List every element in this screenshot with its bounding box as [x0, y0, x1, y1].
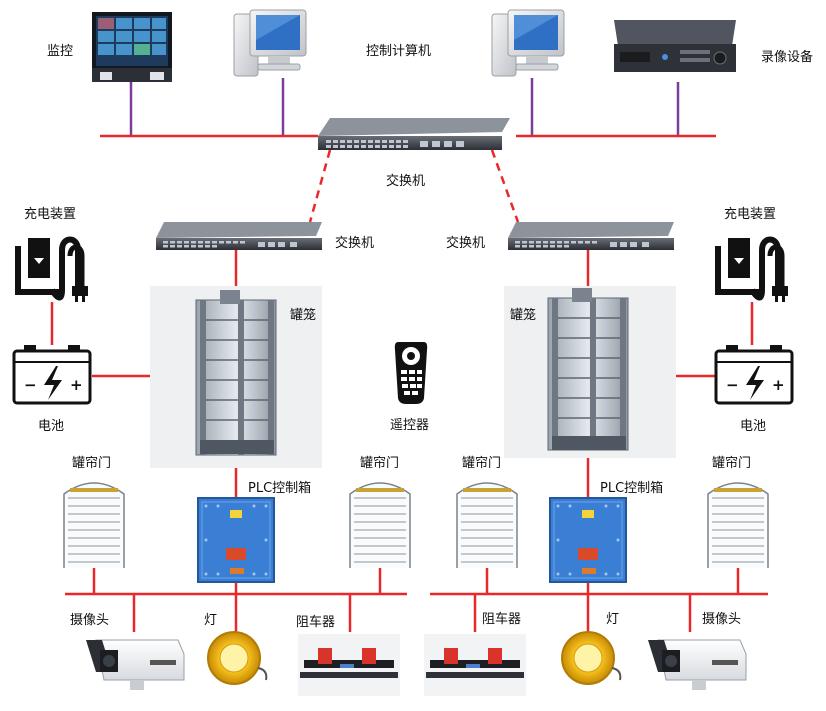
camera-left-label: 摄像头 [70, 613, 110, 628]
monitor-label: 监控 [47, 44, 74, 59]
dashed-uplink-right [490, 149, 520, 223]
cage-right-label: 罐笼 [510, 308, 537, 323]
battery-minus-sign: − [726, 376, 739, 394]
plc-box-icon [197, 497, 275, 583]
battery-plus-sign: + [70, 376, 83, 394]
connection-lines [50, 78, 768, 632]
lamp-icon [561, 631, 622, 685]
camera-right-label: 摄像头 [702, 612, 742, 627]
plc-right-label: PLC控制箱 [600, 481, 664, 496]
charger-left-label: 充电装置 [24, 207, 77, 222]
door-4-label: 罐帘门 [712, 456, 752, 471]
desktop-computer-icon [491, 9, 565, 77]
battery-plus-sign: + [772, 376, 785, 394]
rolling-door-icon [707, 482, 769, 568]
recorder-label: 录像设备 [761, 50, 814, 65]
charger-icon [714, 234, 792, 302]
stopper-right-label: 阻车器 [482, 612, 522, 627]
switch-right-label: 交换机 [446, 236, 486, 251]
desktop-computer-icon [233, 9, 307, 77]
rolling-door-icon [63, 482, 125, 568]
charger-right-label: 充电装置 [724, 207, 777, 222]
battery-right-label: 电池 [740, 419, 767, 434]
cage-icon [504, 286, 676, 458]
car-stopper-icon [424, 634, 526, 696]
battery-left-label: 电池 [38, 419, 65, 434]
rolling-door-icon [349, 482, 411, 568]
cage-icon [150, 286, 322, 468]
switch-left-label: 交换机 [335, 236, 375, 251]
monitor-wall-icon [92, 12, 172, 82]
dvr-recorder-icon [614, 20, 736, 72]
remote-control-icon [394, 342, 428, 404]
plc-box-icon [549, 497, 627, 583]
network-switch-icon [156, 222, 322, 250]
core-switch-label: 交换机 [386, 174, 426, 189]
lamp-left-label: 灯 [204, 613, 218, 628]
battery-icon: − + [12, 345, 92, 405]
rolling-door-icon [456, 482, 518, 568]
car-stopper-icon [298, 634, 400, 696]
camera-icon [86, 639, 185, 690]
door-3-label: 罐帘门 [462, 456, 502, 471]
cage-left-label: 罐笼 [290, 308, 317, 323]
network-switch-icon [508, 222, 674, 250]
control-computer-label: 控制计算机 [366, 44, 432, 59]
charger-icon [14, 234, 88, 302]
battery-minus-sign: − [24, 376, 37, 394]
door-2-label: 罐帘门 [360, 456, 400, 471]
plc-left-label: PLC控制箱 [248, 481, 312, 496]
dashed-uplink-left [308, 149, 332, 223]
camera-icon [648, 639, 747, 690]
battery-icon: − + [714, 345, 794, 405]
door-1-label: 罐帘门 [72, 456, 112, 471]
lamp-icon [207, 631, 268, 685]
remote-label: 遥控器 [390, 418, 430, 433]
stopper-left-label: 阻车器 [296, 615, 336, 630]
lamp-right-label: 灯 [606, 612, 620, 627]
network-switch-icon [318, 118, 510, 150]
